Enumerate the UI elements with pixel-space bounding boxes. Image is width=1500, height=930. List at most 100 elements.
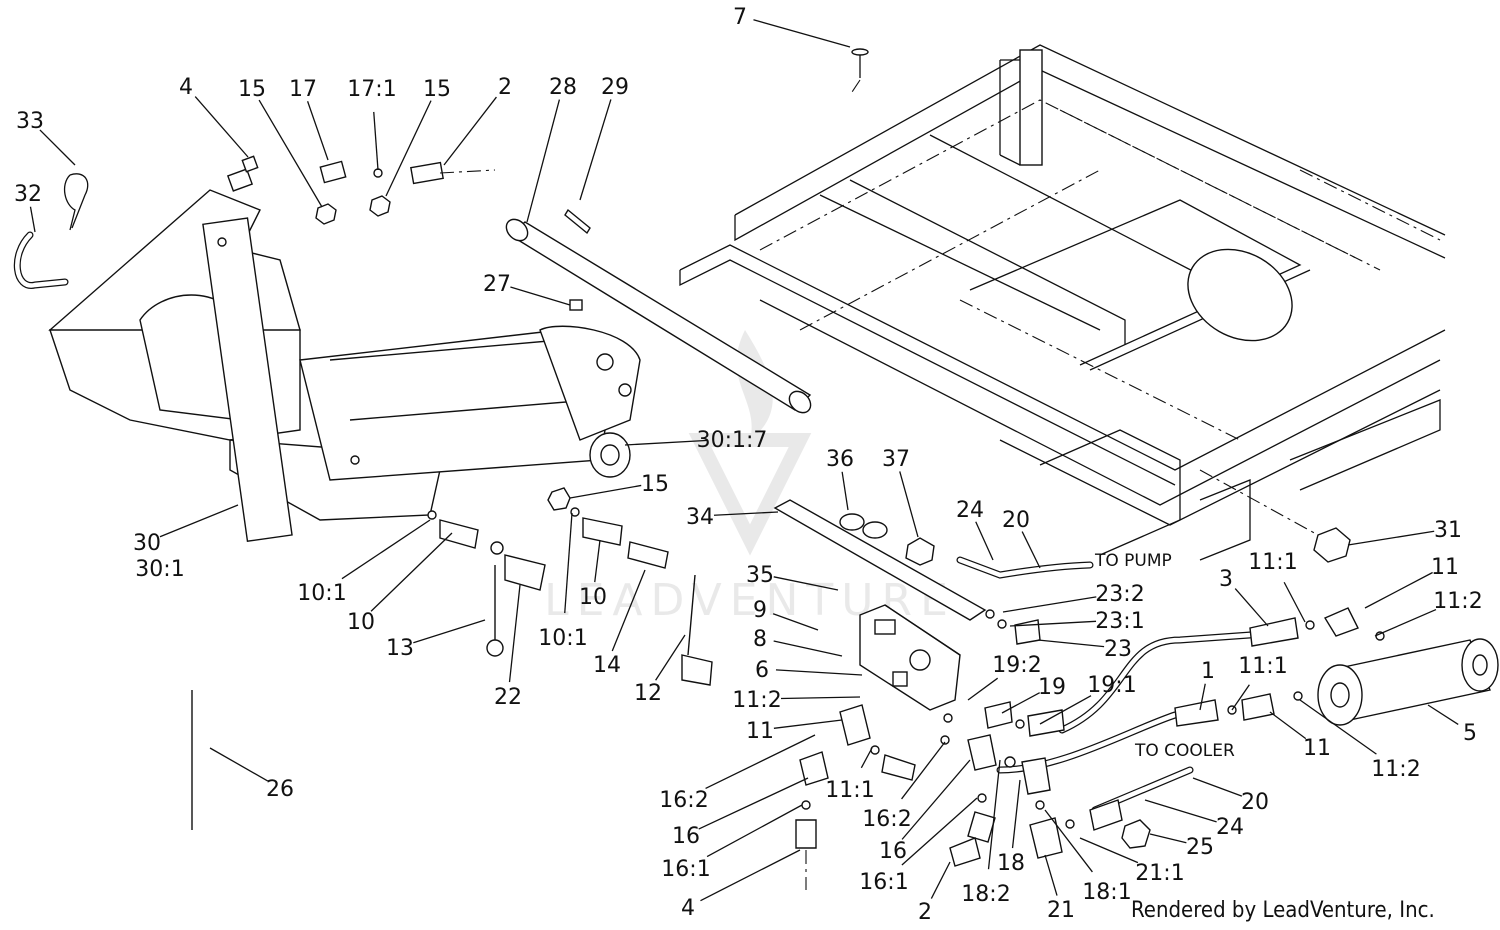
callout-c16_2a: 16:2 — [659, 788, 708, 813]
leader-c31 — [1347, 530, 1435, 546]
leader-c34 — [713, 511, 779, 516]
callout-c34: 34 — [686, 505, 714, 530]
callout-c8: 8 — [753, 627, 767, 652]
callout-c10_1a: 10:1 — [297, 581, 346, 606]
lower-left-fittings — [427, 487, 713, 686]
callout-c19: 19 — [1038, 675, 1066, 700]
shaft-28 — [505, 218, 812, 414]
callout-c25: 25 — [1186, 835, 1214, 860]
callout-c23: 23 — [1104, 637, 1132, 662]
pin-7 — [849, 48, 869, 96]
callout-c37: 37 — [882, 447, 910, 472]
leader-c11_2c — [1299, 699, 1377, 755]
note-to-pump: TO PUMP — [1094, 551, 1172, 571]
callout-c5: 5 — [1463, 721, 1477, 746]
callout-c13: 13 — [386, 636, 414, 661]
leader-c11a — [773, 719, 843, 729]
leader-c21 — [1044, 854, 1058, 896]
leader-c19_2 — [967, 677, 999, 701]
callout-c17_1: 17:1 — [347, 77, 396, 102]
callout-c2a: 2 — [498, 75, 512, 100]
callout-c11b: 11 — [1431, 555, 1459, 580]
leader-c10b — [594, 539, 601, 583]
leader-c2a — [443, 96, 497, 166]
leader-c11b — [1364, 571, 1433, 609]
callout-c7: 7 — [733, 5, 747, 30]
leader-c16a — [698, 777, 809, 830]
callout-c22: 22 — [494, 685, 522, 710]
callout-c14: 14 — [593, 653, 621, 678]
valve-block-6 — [859, 604, 961, 711]
leader-c15b — [385, 100, 432, 197]
callout-c11_1c: 11:1 — [825, 778, 874, 803]
callout-c30_1: 30:1 — [135, 557, 184, 582]
leader-c14 — [611, 569, 646, 652]
callout-c11_2a: 11:2 — [732, 688, 781, 713]
callout-c3: 3 — [1219, 567, 1233, 592]
callout-c32: 32 — [14, 182, 42, 207]
leader-c19_1 — [1039, 695, 1092, 725]
callout-c11_1a: 11:1 — [1248, 550, 1297, 575]
leader-c16_1a — [706, 804, 803, 858]
callout-c9: 9 — [753, 598, 767, 623]
callout-c16_1a: 16:1 — [661, 857, 710, 882]
grease-fitting-27 — [569, 299, 583, 311]
leader-c37 — [899, 471, 919, 538]
callout-c24b: 24 — [1216, 815, 1244, 840]
callout-c4a: 4 — [179, 75, 193, 100]
callout-c19_2: 19:2 — [992, 653, 1041, 678]
leader-lines — [29, 19, 1459, 902]
callout-c1: 1 — [1201, 659, 1215, 684]
leader-c10_1b — [564, 512, 573, 614]
leader-c24b — [1144, 799, 1217, 823]
callout-c36: 36 — [826, 447, 854, 472]
leader-c11_1c — [860, 747, 873, 769]
leader-c20b — [1192, 777, 1243, 797]
callout-c15a: 15 — [238, 77, 266, 102]
callout-c16_2b: 16:2 — [862, 807, 911, 832]
leader-c7 — [753, 19, 851, 48]
callout-c17: 17 — [289, 77, 317, 102]
leader-c24a — [975, 521, 994, 561]
leader-c16_1b — [901, 797, 978, 866]
hydraulic-hoses — [956, 556, 1254, 814]
leader-c10_1a — [341, 519, 431, 580]
callout-c26: 26 — [266, 777, 294, 802]
leader-c36 — [841, 471, 849, 511]
callout-c23_2: 23:2 — [1095, 582, 1144, 607]
callout-c35: 35 — [746, 563, 774, 588]
leader-c30_1_7 — [624, 439, 709, 446]
leader-c13 — [413, 619, 486, 644]
callout-c2b: 2 — [918, 900, 932, 925]
callout-c21: 21 — [1047, 898, 1075, 923]
leader-c18 — [1011, 779, 1021, 849]
handle-34 — [773, 499, 987, 621]
leader-c10a — [370, 532, 453, 612]
leader-c23_2 — [1002, 596, 1097, 613]
callout-c23_1: 23:1 — [1095, 609, 1144, 634]
leader-c18_1 — [1044, 809, 1093, 873]
leader-c27 — [510, 286, 571, 306]
callout-c10_1b: 10:1 — [538, 626, 587, 651]
callout-c31: 31 — [1434, 518, 1462, 543]
hydraulic-cylinder-5 — [1317, 638, 1499, 726]
callout-c33: 33 — [16, 109, 44, 134]
leader-c26 — [209, 747, 269, 782]
leader-c12 — [655, 634, 686, 681]
leader-c1 — [1199, 683, 1206, 711]
leader-c16b — [901, 759, 971, 840]
leader-c29 — [579, 99, 612, 201]
callout-c20a: 20 — [1002, 508, 1030, 533]
nut-31 — [1199, 469, 1351, 563]
leader-c4a — [194, 96, 249, 158]
leader-c28 — [526, 99, 561, 223]
leader-c20a — [1021, 531, 1041, 569]
leader-c32 — [29, 206, 36, 233]
leader-c3 — [1234, 588, 1269, 627]
leader-c11_2a — [780, 696, 861, 700]
callout-c30: 30 — [133, 531, 161, 556]
callout-c27: 27 — [483, 272, 511, 297]
leader-c15a — [258, 99, 323, 208]
callout-c18: 18 — [997, 851, 1025, 876]
